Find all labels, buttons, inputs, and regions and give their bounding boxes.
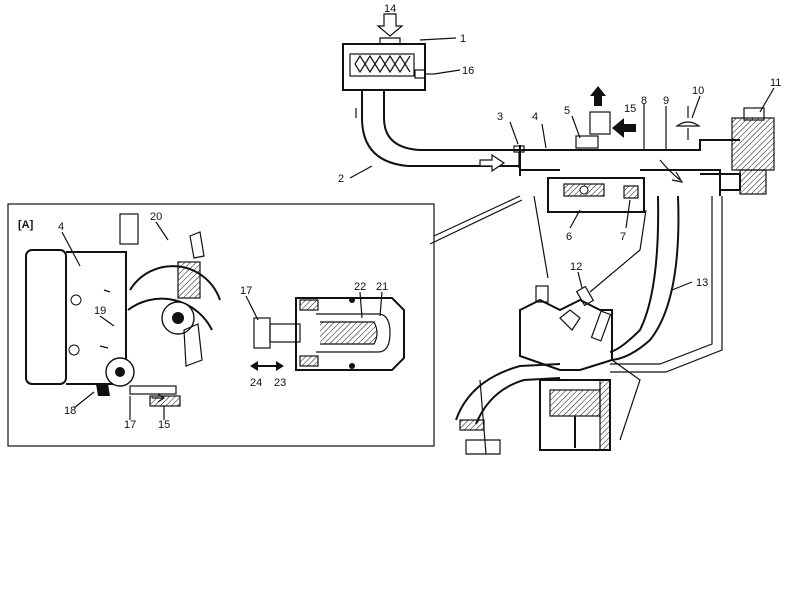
callout-16: 16: [462, 65, 474, 77]
dashpot-section: [253, 297, 405, 371]
callout-15: 15: [624, 103, 636, 115]
sensor-10: [675, 106, 701, 140]
vacuum-pipes: [643, 106, 667, 150]
vacuum-line-12: [533, 195, 647, 307]
leader-lines: [61, 37, 775, 420]
callout-12: 12: [570, 261, 582, 273]
callout-9: 9: [663, 95, 669, 107]
inset-callout-24: 24: [250, 377, 262, 389]
inset-callout-18: 18: [64, 405, 76, 417]
inset-tag: [A]: [18, 219, 34, 231]
intake-duct: [355, 90, 520, 167]
inset-callout-21: 21: [376, 281, 388, 293]
intake-runner: [455, 363, 561, 431]
intake-pipe: [479, 139, 740, 196]
callout-2: 2: [338, 173, 344, 185]
callout-5: 5: [564, 105, 570, 117]
inset-callout-4: 4: [58, 221, 64, 233]
engine-block-outline: [465, 359, 641, 455]
hose-13: [609, 195, 680, 361]
throttle-valve: [513, 145, 525, 168]
detail-inset-a: [7, 195, 523, 447]
inset-callout-15: 15: [158, 419, 170, 431]
inset-callout-22: 22: [354, 281, 366, 293]
callout-6: 6: [566, 231, 572, 243]
callout-10: 10: [692, 85, 704, 97]
callout-13: 13: [696, 277, 708, 289]
inset-callout-19: 19: [94, 305, 106, 317]
engine-cylinder-head: [519, 285, 613, 371]
valve-housing-5: [575, 86, 636, 149]
double-arrow: [250, 361, 284, 371]
cylinder-piston: [539, 379, 611, 451]
throttle-body-detail: [25, 213, 221, 407]
inset-callout-17b: 17: [240, 285, 252, 297]
inset-callout-23: 23: [274, 377, 286, 389]
inset-callout-20: 20: [150, 211, 162, 223]
inset-callout-17a: 17: [124, 419, 136, 431]
callout-4: 4: [532, 111, 538, 123]
valve-block-6-7: [547, 177, 645, 213]
callout-8: 8: [641, 95, 647, 107]
callout-14: 14: [384, 3, 396, 15]
air-cleaner-case: [342, 43, 434, 91]
return-arrow: [659, 159, 684, 183]
callout-11: 11: [770, 77, 781, 89]
callout-1: 1: [460, 33, 466, 45]
valve-assembly-11: [700, 107, 775, 195]
side-hose: [610, 196, 723, 373]
callout-7: 7: [620, 231, 626, 243]
callout-3: 3: [497, 111, 503, 123]
air-inlet-arrow: [376, 13, 404, 44]
